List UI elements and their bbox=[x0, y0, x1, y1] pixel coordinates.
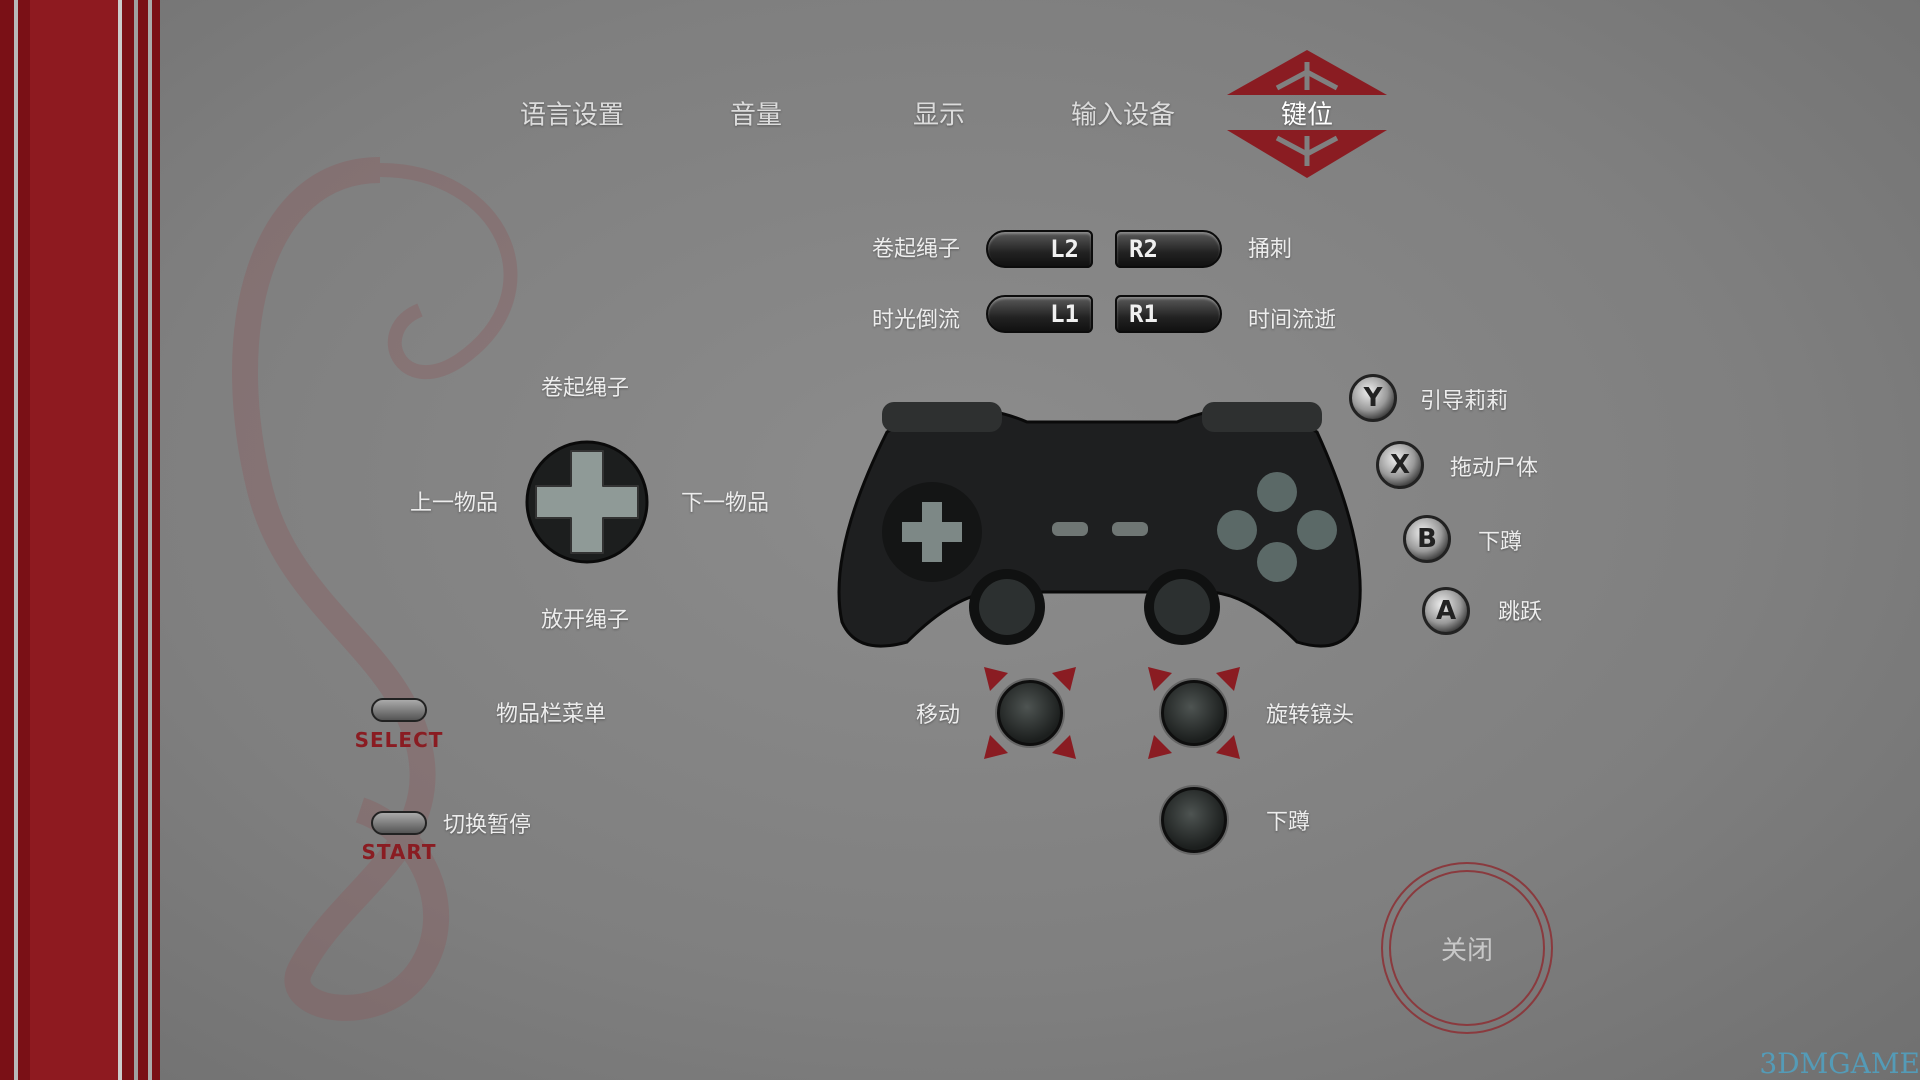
r2-button[interactable]: R2 bbox=[1115, 230, 1222, 268]
b-button[interactable]: B bbox=[1403, 515, 1451, 563]
a-button-label: A bbox=[1435, 596, 1457, 626]
l1-button[interactable]: L1 bbox=[986, 295, 1093, 333]
x-button[interactable]: X bbox=[1376, 441, 1424, 489]
dpad-down-label: 放开绳子 bbox=[540, 608, 630, 633]
dpad-right-label: 下一物品 bbox=[680, 491, 770, 516]
close-button-label: 关闭 bbox=[1389, 870, 1545, 1026]
left-stick[interactable] bbox=[997, 680, 1063, 746]
active-tab-ornament-icon bbox=[1227, 50, 1387, 178]
decorative-stripe bbox=[0, 0, 160, 1080]
select-action-label: 物品栏菜单 bbox=[496, 702, 607, 727]
right-stick-label: 旋转镜头 bbox=[1265, 703, 1355, 728]
x-button-label: X bbox=[1389, 450, 1411, 480]
l1-button-label: L1 bbox=[1050, 300, 1079, 328]
l2-button-label: L2 bbox=[1050, 235, 1079, 263]
stick-click[interactable] bbox=[1161, 787, 1227, 853]
stick-click-label: 下蹲 bbox=[1265, 810, 1311, 835]
dpad-left-label: 上一物品 bbox=[409, 491, 499, 516]
start-button-label: START bbox=[361, 840, 437, 864]
tab-language[interactable]: 语言设置 bbox=[519, 100, 625, 131]
r1-action-label: 时间流逝 bbox=[1247, 308, 1337, 333]
r1-button[interactable]: R1 bbox=[1115, 295, 1222, 333]
x-action-label: 拖动尸体 bbox=[1449, 456, 1539, 481]
close-button[interactable]: 关闭 bbox=[1381, 862, 1553, 1034]
r1-button-label: R1 bbox=[1129, 300, 1158, 328]
b-action-label: 下蹲 bbox=[1477, 530, 1523, 555]
right-stick-arrows-icon bbox=[1148, 667, 1240, 759]
l2-button[interactable]: L2 bbox=[986, 230, 1093, 268]
dpad-icon[interactable] bbox=[524, 439, 650, 565]
left-stick-arrows-icon bbox=[984, 667, 1076, 759]
tab-input-device[interactable]: 输入设备 bbox=[1070, 100, 1176, 131]
select-button[interactable] bbox=[371, 698, 427, 722]
a-button[interactable]: A bbox=[1422, 587, 1470, 635]
l2-action-label: 卷起绳子 bbox=[871, 237, 961, 262]
l1-action-label: 时光倒流 bbox=[871, 308, 961, 333]
a-action-label: 跳跃 bbox=[1497, 600, 1543, 625]
select-button-label: SELECT bbox=[354, 728, 444, 752]
y-button-label: Y bbox=[1363, 383, 1383, 413]
b-button-label: B bbox=[1417, 524, 1437, 554]
serpent-ornament bbox=[232, 157, 518, 1021]
start-button[interactable] bbox=[371, 811, 427, 835]
tab-volume[interactable]: 音量 bbox=[729, 100, 783, 131]
controller-icon bbox=[837, 402, 1362, 648]
r2-action-label: 捅刺 bbox=[1247, 237, 1293, 262]
tab-key-bindings[interactable]: 键位 bbox=[1280, 100, 1334, 131]
watermark: 3DMGAME bbox=[1759, 1047, 1920, 1080]
right-stick[interactable] bbox=[1161, 680, 1227, 746]
start-action-label: 切换暂停 bbox=[443, 813, 532, 838]
left-stick-label: 移动 bbox=[915, 703, 961, 728]
y-action-label: 引导莉莉 bbox=[1419, 389, 1509, 414]
r2-button-label: R2 bbox=[1129, 235, 1158, 263]
tab-display[interactable]: 显示 bbox=[912, 100, 966, 131]
y-button[interactable]: Y bbox=[1349, 374, 1397, 422]
dpad-up-label: 卷起绳子 bbox=[540, 376, 630, 401]
